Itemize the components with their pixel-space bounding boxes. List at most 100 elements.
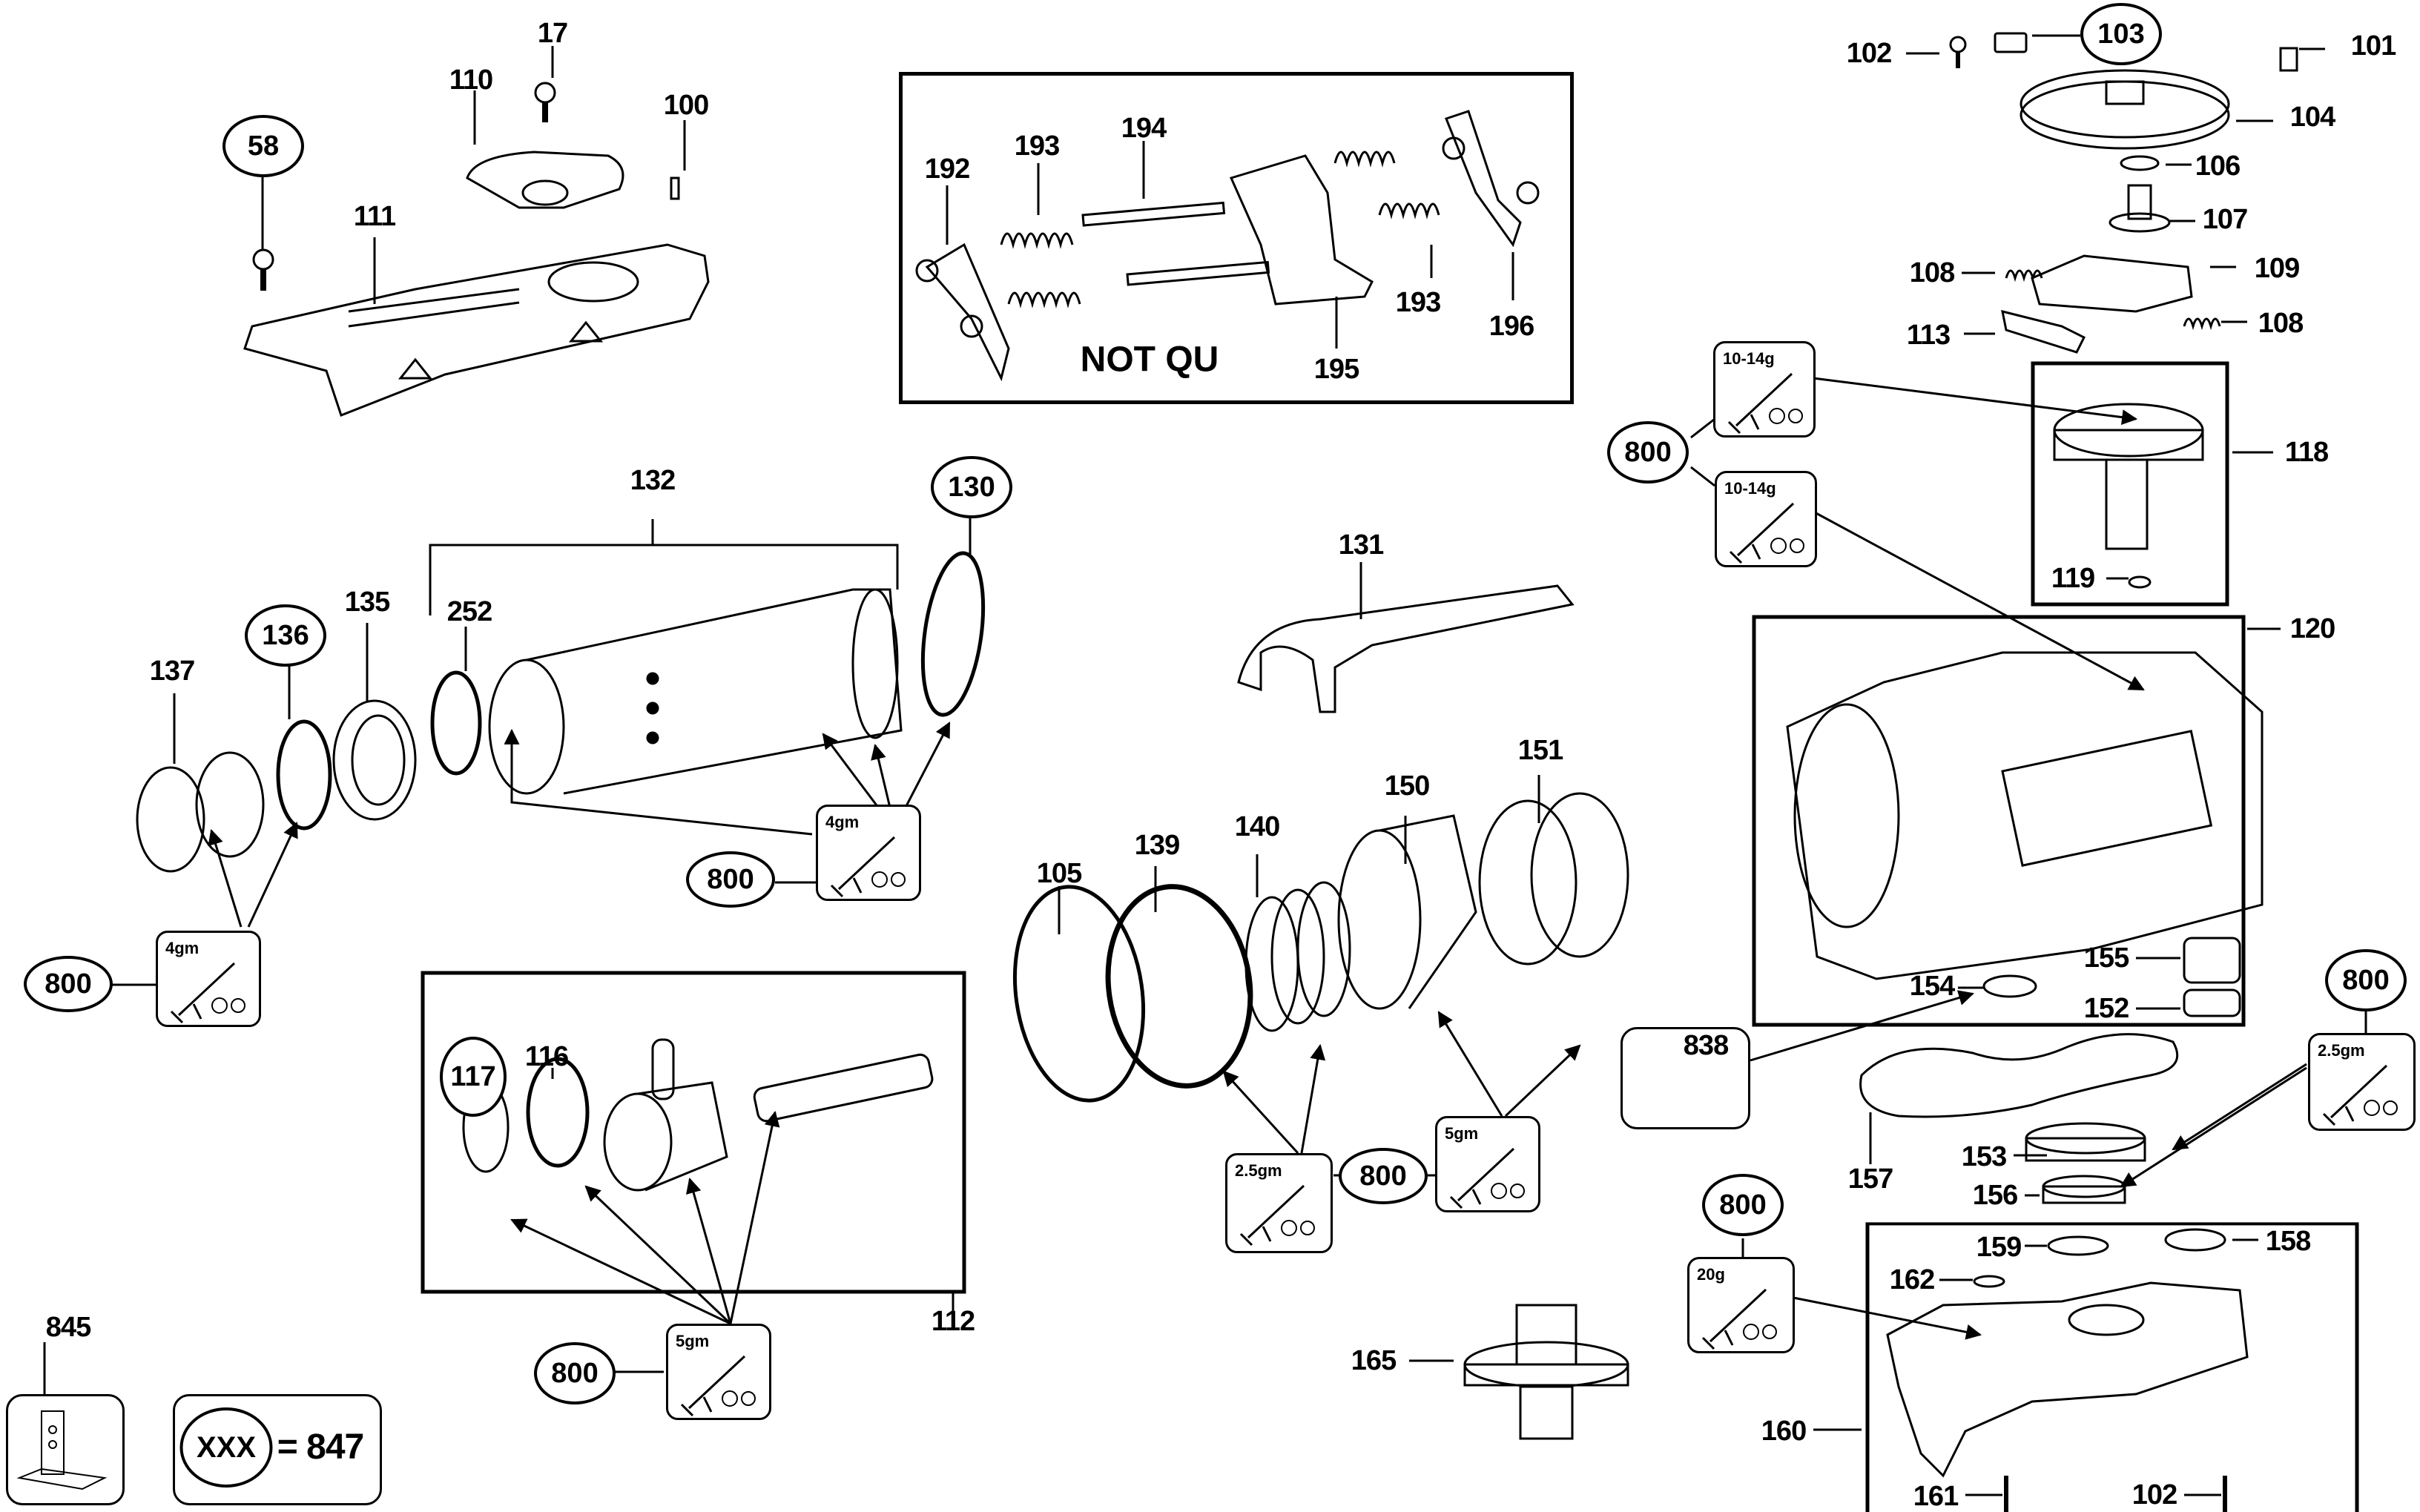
grease-pack-housing[interactable]: 20g <box>1687 1257 1795 1353</box>
lever-113 <box>2001 309 2086 354</box>
bearing-159 <box>2047 1235 2109 1256</box>
slider-195 <box>1229 154 1374 306</box>
callout-152[interactable]: 152 <box>2083 993 2129 1024</box>
callout-100[interactable]: 100 <box>663 90 709 121</box>
callout-800-housing[interactable]: 800 <box>1702 1174 1784 1236</box>
callout-136[interactable]: 136 <box>245 604 326 667</box>
callout-153[interactable]: 153 <box>1961 1141 2007 1172</box>
callout-160[interactable]: 160 <box>1761 1416 1807 1447</box>
bracket-132 <box>429 544 899 615</box>
callout-109[interactable]: 109 <box>2254 253 2300 284</box>
clip-119 <box>2128 575 2152 589</box>
rod-194a <box>1081 201 1226 227</box>
callout-105[interactable]: 105 <box>1036 858 1082 889</box>
callout-17[interactable]: 17 <box>537 18 568 49</box>
barrel-132 <box>488 588 903 795</box>
grease-pack-bearing[interactable]: 2.5gm <box>2308 1033 2416 1131</box>
bushing-152 <box>2183 988 2241 1017</box>
callout-110[interactable]: 110 <box>449 65 493 96</box>
callout-151[interactable]: 151 <box>1517 735 1563 766</box>
callout-194[interactable]: 194 <box>1121 113 1167 144</box>
callout-800-front[interactable]: 800 <box>24 956 113 1012</box>
not-qu-box <box>899 72 1574 404</box>
callout-195[interactable]: 195 <box>1313 354 1359 385</box>
grease-amount: 2.5gm <box>2318 1041 2365 1060</box>
callout-800-bearing[interactable]: 800 <box>2325 949 2407 1011</box>
callout-119[interactable]: 119 <box>2051 563 2095 594</box>
callout-193-top[interactable]: 193 <box>1014 131 1060 162</box>
grease-pack-ring[interactable]: 2.5gm <box>1225 1153 1333 1253</box>
callout-156[interactable]: 156 <box>1972 1180 2018 1211</box>
callout-102-top[interactable]: 102 <box>1846 38 1892 69</box>
callout-192[interactable]: 192 <box>924 153 970 185</box>
grease-pack-barrel[interactable]: 4gm <box>816 805 921 901</box>
callout-58[interactable]: 58 <box>222 115 304 177</box>
grease-amount: 4gm <box>165 939 200 957</box>
callout-101[interactable]: 101 <box>2350 30 2396 62</box>
callout-161[interactable]: 161 <box>1913 1481 1959 1512</box>
callout-120[interactable]: 120 <box>2289 613 2335 644</box>
grease-pack-front[interactable]: 4gm <box>156 931 261 1027</box>
grease-pack-clutch[interactable]: 5gm <box>1435 1116 1540 1212</box>
screw-17 <box>534 82 556 122</box>
callout-800-piston[interactable]: 800 <box>534 1342 616 1404</box>
housing-120 <box>1786 651 2264 980</box>
oring-136 <box>276 719 332 831</box>
grease-amount: 20g <box>1697 1265 1725 1284</box>
gasket-157 <box>1859 1033 2179 1118</box>
ring-116 <box>526 1057 590 1168</box>
callout-132[interactable]: 132 <box>630 465 676 496</box>
callout-159[interactable]: 159 <box>1976 1232 2022 1263</box>
callout-155[interactable]: 155 <box>2083 942 2129 974</box>
callout-158[interactable]: 158 <box>2265 1226 2311 1257</box>
callout-104[interactable]: 104 <box>2289 102 2335 133</box>
grease-gun-icon <box>1729 502 1804 564</box>
bearing-154 <box>1982 974 2037 998</box>
callout-112[interactable]: 112 <box>931 1306 975 1337</box>
callout-252[interactable]: 252 <box>446 596 492 627</box>
callout-111[interactable]: 111 <box>353 201 396 232</box>
callout-137[interactable]: 137 <box>149 656 195 687</box>
callout-800-gear[interactable]: 800 <box>1607 421 1689 483</box>
callout-845[interactable]: 845 <box>45 1312 91 1343</box>
callout-800-barrel[interactable]: 800 <box>686 851 775 908</box>
callout-102-bottom[interactable]: 102 <box>2131 1479 2177 1511</box>
callout-140[interactable]: 140 <box>1234 811 1280 842</box>
callout-103[interactable]: 103 <box>2080 3 2162 65</box>
callout-154[interactable]: 154 <box>1909 971 1955 1002</box>
rod-194b <box>1126 260 1270 286</box>
pin <box>651 1038 675 1100</box>
callout-113[interactable]: 113 <box>1906 320 1951 351</box>
callout-130[interactable]: 130 <box>931 456 1012 518</box>
callout-106[interactable]: 106 <box>2195 151 2241 182</box>
callout-838-label: 838 <box>1683 1030 1729 1061</box>
grease-pack-gear-top[interactable]: 10-14g <box>1713 341 1816 438</box>
guide-131 <box>1237 584 1575 713</box>
grease-pack-gear-bottom[interactable]: 10-14g <box>1715 471 1817 567</box>
housing-box-120 <box>1752 615 2246 1027</box>
callout-108-right[interactable]: 108 <box>2258 308 2304 339</box>
callout-193-right[interactable]: 193 <box>1395 287 1441 318</box>
callout-107[interactable]: 107 <box>2202 204 2248 235</box>
grease-pack-piston[interactable]: 5gm <box>666 1324 771 1420</box>
callout-165[interactable]: 165 <box>1351 1345 1397 1376</box>
callout-150[interactable]: 150 <box>1384 770 1430 802</box>
callout-116[interactable]: 116 <box>524 1041 569 1072</box>
callout-117[interactable]: 117 <box>440 1037 507 1117</box>
lever-192 <box>915 242 1010 382</box>
callout-135[interactable]: 135 <box>344 587 390 618</box>
callout-196[interactable]: 196 <box>1488 311 1534 342</box>
callout-118[interactable]: 118 <box>2284 437 2329 468</box>
callout-162[interactable]: 162 <box>1889 1264 1935 1295</box>
part-838-box[interactable] <box>1621 1027 1750 1129</box>
washer-252 <box>430 670 482 776</box>
callout-157[interactable]: 157 <box>1847 1163 1893 1195</box>
callout-108-left[interactable]: 108 <box>1909 257 1955 288</box>
callout-800-center[interactable]: 800 <box>1339 1148 1428 1204</box>
callout-131[interactable]: 131 <box>1338 529 1384 561</box>
grease-amount: 5gm <box>676 1332 710 1350</box>
top-cover-part <box>243 243 710 417</box>
callout-139[interactable]: 139 <box>1134 830 1180 861</box>
pin-100 <box>670 176 680 200</box>
part-845-box[interactable] <box>6 1394 125 1505</box>
